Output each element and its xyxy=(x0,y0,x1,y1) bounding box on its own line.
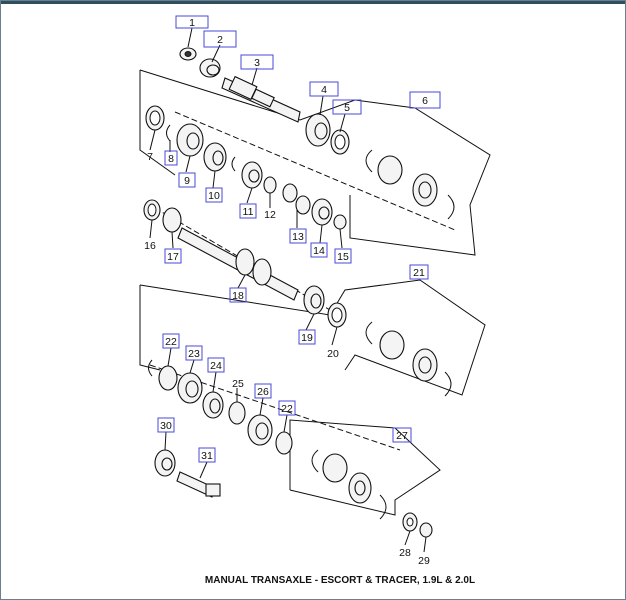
part-15-nut xyxy=(333,214,347,230)
part-10-gear xyxy=(203,142,236,172)
part-30-gear xyxy=(154,449,176,477)
callout-19: 19 xyxy=(301,332,313,344)
callout-28: 28 xyxy=(399,547,411,559)
part-11-gear xyxy=(241,161,263,189)
callout-boxes xyxy=(157,15,441,463)
callout-5: 5 xyxy=(344,102,350,114)
part-29-nut xyxy=(419,522,433,538)
callout-4: 4 xyxy=(321,84,327,96)
callout-12: 12 xyxy=(264,209,276,221)
part-23-gear xyxy=(177,372,203,404)
callout-17: 17 xyxy=(167,251,179,263)
part-1-seal xyxy=(179,47,197,61)
callout-6: 6 xyxy=(422,95,428,107)
part-27-synchronizer xyxy=(311,449,387,520)
callout-10: 10 xyxy=(208,190,220,202)
part-28-washer xyxy=(402,512,418,532)
part-24-gear xyxy=(202,391,224,419)
part-5-ring xyxy=(330,129,350,155)
part-22-clip xyxy=(148,359,178,391)
part-13-ring xyxy=(282,183,311,215)
part-17-bearing xyxy=(162,207,182,233)
part-3-input-shaft xyxy=(221,75,301,123)
callout-15: 15 xyxy=(337,251,349,263)
callout-16: 16 xyxy=(144,240,156,252)
part-6-synchronizer xyxy=(365,149,455,220)
callout-21: 21 xyxy=(413,267,425,279)
callout-11: 11 xyxy=(243,206,254,218)
window-top-bar xyxy=(0,0,626,4)
part-7-race xyxy=(145,105,165,131)
callout-labels: 1 2 3 4 5 6 7 8 9 10 11 12 13 14 15 16 1… xyxy=(144,17,430,567)
part-16-race xyxy=(143,199,161,221)
part-25-needle-bearing xyxy=(228,401,246,425)
callout-27: 27 xyxy=(396,430,408,442)
leader-lines xyxy=(149,27,427,553)
callout-8: 8 xyxy=(168,153,174,165)
callout-31: 31 xyxy=(201,450,213,462)
upper-group-outline xyxy=(139,69,491,256)
lower-group-outline xyxy=(289,419,441,516)
callout-13: 13 xyxy=(292,231,304,243)
part-26-gear xyxy=(247,414,293,455)
part-2-bearing xyxy=(199,58,221,78)
part-9-gear xyxy=(176,123,204,157)
callout-23: 23 xyxy=(188,348,200,360)
callout-2: 2 xyxy=(217,34,223,46)
callout-18: 18 xyxy=(232,290,244,302)
part-31-reverse-shaft xyxy=(176,471,221,498)
part-12-bushing xyxy=(263,176,277,194)
part-19-gear xyxy=(303,285,325,315)
callout-1: 1 xyxy=(189,17,195,29)
callout-22b: 22 xyxy=(281,403,293,415)
callout-20: 20 xyxy=(327,348,339,360)
callout-7: 7 xyxy=(147,151,153,163)
callout-24: 24 xyxy=(210,360,222,372)
part-21-synchronizer xyxy=(365,321,452,397)
callout-9: 9 xyxy=(184,175,190,187)
part-14-gear xyxy=(311,198,333,226)
callout-25: 25 xyxy=(232,378,244,390)
callout-26: 26 xyxy=(257,386,269,398)
callout-29: 29 xyxy=(418,555,430,567)
part-4-gear xyxy=(305,113,331,147)
part-8-clip xyxy=(166,124,171,142)
part-20-ring xyxy=(327,302,347,328)
diagram-caption: MANUAL TRANSAXLE - ESCORT & TRACER, 1.9L… xyxy=(205,575,475,586)
callout-14: 14 xyxy=(313,245,325,257)
callout-30: 30 xyxy=(160,420,172,432)
callout-22: 22 xyxy=(165,336,177,348)
callout-3: 3 xyxy=(254,57,260,69)
